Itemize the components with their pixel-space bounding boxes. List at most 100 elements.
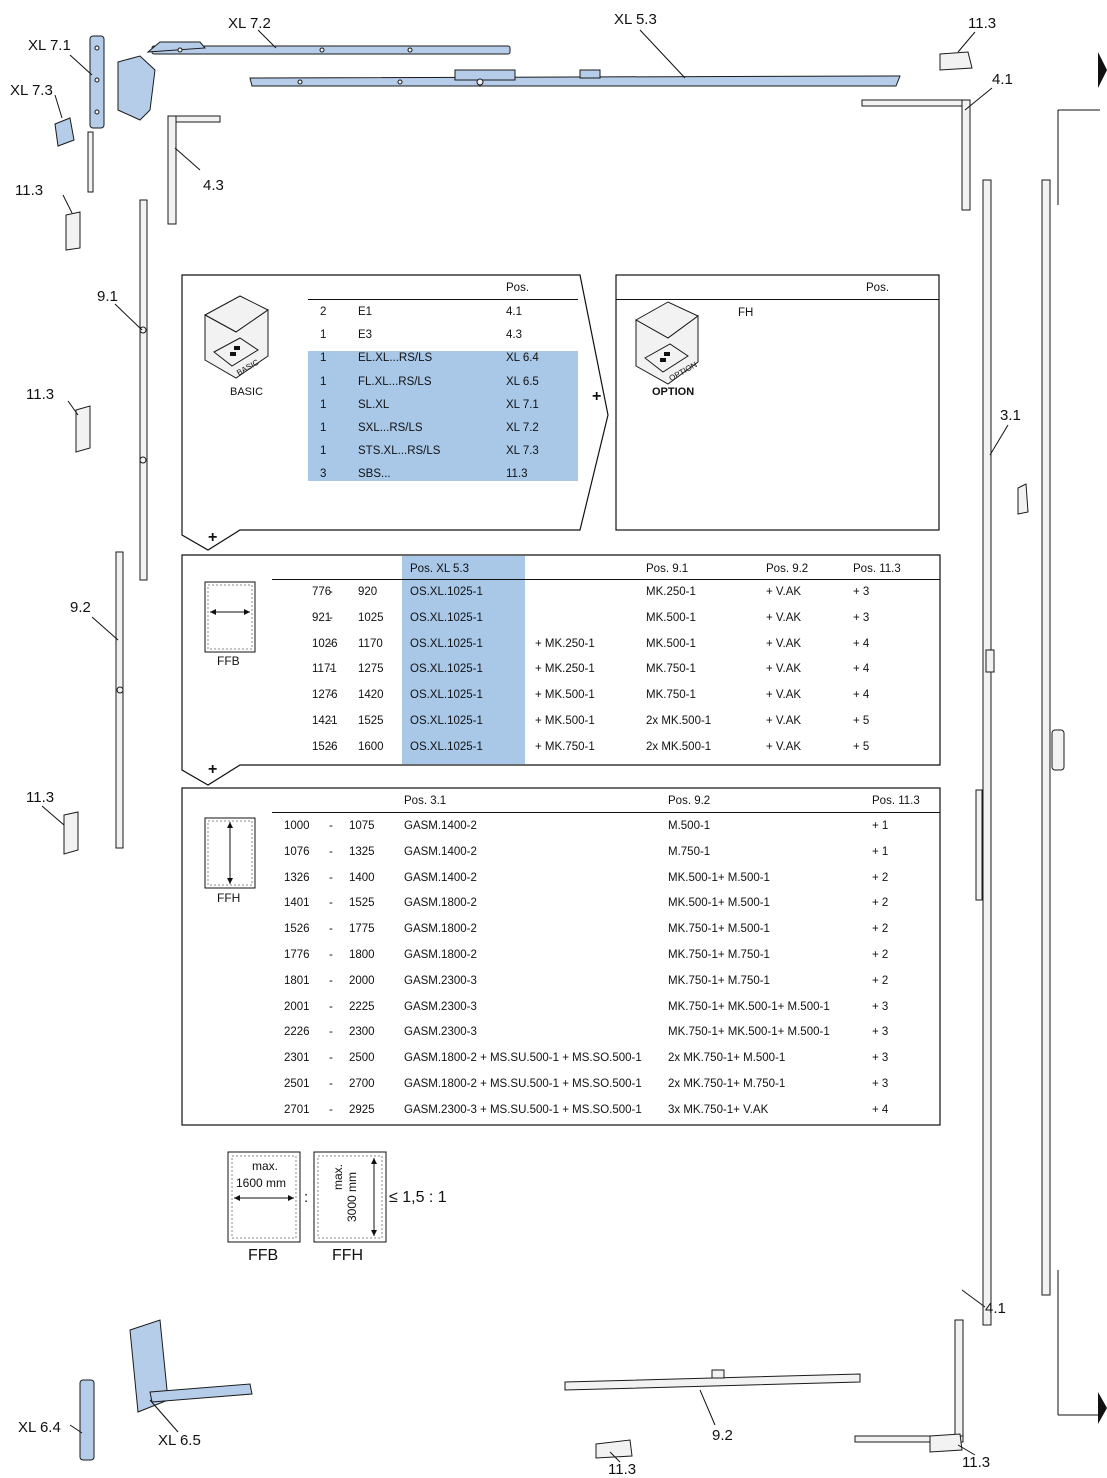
option-box-label: OPTION: [652, 386, 695, 398]
ffb-highlight: [402, 556, 525, 764]
basic-pos: XL 7.3: [506, 445, 539, 458]
ffb-to: 1025: [358, 611, 384, 624]
ffh-dash: -: [329, 1078, 333, 1090]
ffb-to: 1275: [358, 663, 384, 676]
ffb-to: 1420: [358, 689, 384, 702]
basic-name: FL.XL...RS/LS: [358, 375, 432, 388]
callout-xl73: XL 7.3: [10, 82, 53, 99]
ffb-92: + V.AK: [766, 637, 802, 650]
ffh-label: FFH: [217, 891, 241, 905]
basic-pos: 4.1: [506, 306, 522, 318]
part-xl64: [79, 1379, 95, 1461]
ffb-92: + V.AK: [766, 740, 802, 753]
ffb-113: + 5: [853, 740, 870, 753]
part-xl53: [249, 69, 901, 87]
arrow-marker-top: [1098, 52, 1107, 88]
ffb-91: 2x MK.500-1: [646, 740, 712, 753]
basic-pos: XL 6.5: [506, 375, 539, 388]
ffh-panel-outline: [181, 787, 941, 1126]
basic-name: SXL...RS/LS: [358, 422, 423, 434]
ffb-header-91: Pos. 9.1: [646, 563, 689, 575]
ffh-from: 1000: [284, 820, 310, 832]
ffb-from: 921: [312, 611, 332, 624]
basic-pos: 11.3: [506, 468, 528, 481]
ffh-from: 2301: [284, 1052, 310, 1065]
ffb-xl53: OS.XL.1025-1: [410, 637, 483, 650]
ratio-ffb-label: FFB: [248, 1247, 279, 1264]
basic-qty: 1: [320, 445, 327, 458]
ratio-colon: :: [304, 1189, 309, 1206]
ffh-from: 1076: [284, 845, 310, 858]
basic-pos: XL 7.2: [506, 422, 539, 434]
ffb-113: + 4: [853, 689, 870, 702]
ffb-from: 776: [312, 586, 332, 598]
ffh-31: GASM.1800-2 + MS.SU.500-1 + MS.SO.500-1: [404, 1052, 642, 1065]
part-113-tr: [939, 51, 973, 71]
ffh-92: MK.750-1+ M.500-1: [668, 923, 770, 936]
ffh-height-icon: [204, 817, 256, 889]
ffb-xl53: OS.XL.1025-1: [410, 740, 483, 753]
part-xl71: [87, 35, 156, 193]
ffh-113: + 1: [872, 820, 889, 832]
ffh-to: 2300: [349, 1026, 375, 1039]
callout-xl64: XL 6.4: [18, 1419, 61, 1436]
callout-xl72: XL 7.2: [228, 15, 271, 32]
basic-name: E1: [358, 306, 373, 318]
ffh-to: 1325: [349, 845, 375, 858]
ffb-to: 920: [358, 586, 378, 598]
basic-qty: 1: [320, 352, 327, 365]
basic-box-label: BASIC: [230, 386, 264, 398]
ffb-xl53: OS.XL.1025-1: [410, 586, 483, 598]
ffb-extra: + MK.500-1: [535, 689, 595, 702]
ffb-92: + V.AK: [766, 689, 802, 702]
part-xl73: [54, 117, 75, 147]
part-31: [975, 179, 995, 1326]
ffh-92: MK.750-1+ MK.500-1+ M.500-1: [668, 1026, 830, 1039]
part-xl65: [129, 1319, 253, 1413]
basic-qty: 1: [320, 375, 327, 388]
basic-pos: 4.3: [506, 329, 522, 342]
ffh-31: GASM.1800-2: [404, 949, 477, 961]
ffb-91: MK.500-1: [646, 611, 696, 624]
ffh-92: MK.750-1+ M.750-1: [668, 974, 770, 987]
ffh-from: 2501: [284, 1078, 310, 1090]
basic-name: STS.XL...RS/LS: [358, 445, 441, 458]
basic-qty: 2: [320, 306, 327, 318]
ffh-92: MK.500-1+ M.500-1: [668, 897, 770, 910]
ratio-ffh-max: max.: [331, 1163, 345, 1190]
ffb-header-113: Pos. 11.3: [853, 563, 901, 575]
ffh-dash: -: [329, 949, 333, 961]
ratio-ffb-icon: [227, 1151, 301, 1243]
option-box-icon: [634, 301, 699, 385]
basic-highlight: [308, 351, 578, 481]
callout-92-left: 9.2: [70, 599, 91, 616]
ffb-extra: + MK.250-1: [535, 663, 595, 676]
ffb-113: + 4: [853, 663, 870, 676]
ffb-from: 1526: [312, 740, 338, 753]
basic-qty: 1: [320, 329, 327, 342]
basic-header-rule: [308, 299, 578, 300]
ffh-dash: -: [329, 820, 333, 832]
part-113-b: [75, 405, 91, 453]
ffb-from: 1171: [312, 663, 337, 676]
ffh-31: GASM.1800-2 + MS.SU.500-1 + MS.SO.500-1: [404, 1078, 642, 1090]
leader-lines: [41, 29, 1009, 1463]
ffh-to: 1525: [349, 897, 375, 910]
ffh-92: M.750-1: [668, 845, 711, 858]
ratio-text: ≤ 1,5 : 1: [389, 1189, 447, 1206]
ffb-xl53: OS.XL.1025-1: [410, 663, 483, 676]
ffh-from: 1401: [284, 897, 310, 910]
ffh-31: GASM.1800-2: [404, 897, 477, 910]
ffb-from: 1276: [312, 689, 338, 702]
ffb-dash: -: [329, 663, 333, 676]
ffb-join-plus: +: [208, 529, 218, 546]
basic-panel-outline: [181, 274, 609, 551]
ffh-113: + 3: [872, 1000, 889, 1013]
ffb-91: MK.750-1: [646, 689, 696, 702]
callout-xl53: XL 5.3: [614, 11, 657, 28]
ffh-113: + 2: [872, 923, 889, 936]
ratio-ffh-label: FFH: [332, 1247, 364, 1264]
ffh-dash: -: [329, 845, 333, 858]
ffb-113: + 3: [853, 586, 870, 598]
ffb-xl53: OS.XL.1025-1: [410, 715, 483, 727]
